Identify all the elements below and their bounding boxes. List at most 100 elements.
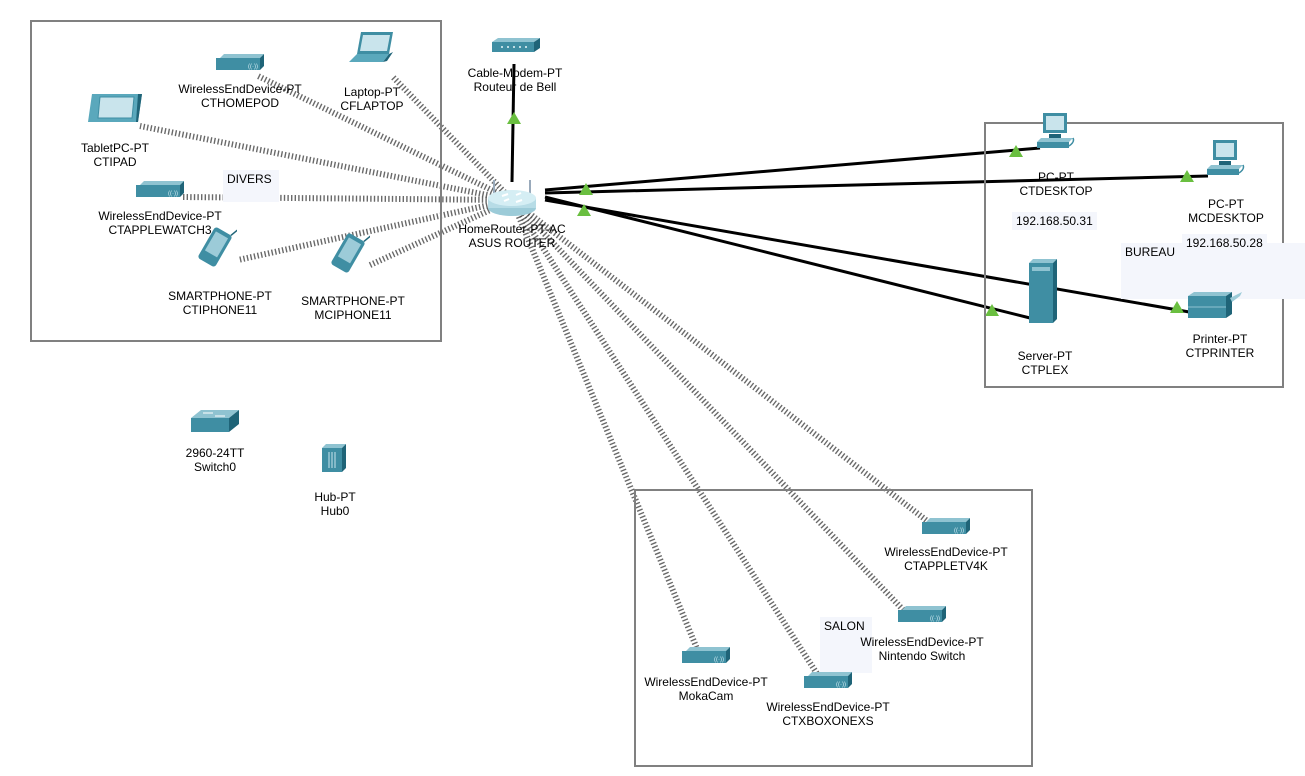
wireless-end-device-icon: ((·))	[136, 181, 184, 197]
wireless-end-device-icon: ((·))	[898, 606, 946, 622]
device-ctiphone[interactable]	[193, 225, 239, 272]
svg-text:((·)): ((·))	[954, 528, 964, 534]
device-mciphone[interactable]	[326, 231, 372, 278]
svg-text:((·)): ((·))	[836, 682, 846, 688]
device-name: CTDESKTOP	[1019, 184, 1093, 198]
device-name: MCIPHONE11	[314, 308, 392, 322]
device-model: SMARTPHONE-PT	[168, 289, 272, 303]
cluster-salon[interactable]	[634, 489, 1033, 767]
device-name: CTXBOXONEXS	[782, 714, 874, 728]
device-switch0[interactable]	[189, 408, 241, 437]
device-model: Cable-Modem-PT	[467, 66, 563, 80]
device-name: CTHOMEPOD	[201, 96, 279, 110]
device-name: ASUS ROUTER	[468, 236, 556, 250]
cluster-divers[interactable]	[30, 20, 442, 342]
device-ctdesktop[interactable]	[1035, 112, 1075, 155]
device-model: TabletPC-PT	[80, 141, 150, 155]
svg-text:((·)): ((·))	[248, 64, 258, 70]
device-mcdesktop[interactable]	[1205, 139, 1245, 182]
wireless-end-device-icon: ((·))	[922, 518, 970, 534]
device-xbox[interactable]: ((·))	[804, 672, 852, 693]
device-ipad[interactable]	[86, 92, 144, 127]
device-model: WirelessEndDevice-PT	[766, 700, 890, 714]
device-model: Printer-PT	[1192, 332, 1248, 346]
device-watch[interactable]: ((·))	[136, 181, 184, 202]
wired-link-printer[interactable]	[544, 198, 1196, 315]
device-printer[interactable]	[1186, 290, 1244, 323]
device-name: CTAPPLEWATCH3	[108, 223, 212, 237]
device-model: Hub-PT	[314, 490, 356, 504]
smartphone-icon	[198, 227, 239, 267]
device-model: 2960-24TT	[185, 446, 245, 460]
home-router-icon	[488, 180, 536, 216]
ip-note-mcdesktop: 192.168.50.28	[1182, 234, 1267, 252]
device-name: Nintendo Switch	[878, 649, 966, 663]
cluster-label-divers: DIVERS	[223, 170, 279, 202]
pc-icon	[1207, 140, 1245, 175]
device-mokacam[interactable]: ((·))	[682, 647, 730, 668]
device-name: CTAPPLETV4K	[904, 559, 988, 573]
device-plex[interactable]	[1029, 259, 1061, 328]
laptop-icon	[349, 32, 393, 62]
wired-link-mcdesktop[interactable]	[544, 174, 1209, 195]
device-model: Server-PT	[1017, 349, 1073, 363]
device-name: Switch0	[193, 460, 237, 474]
cluster-label-salon: SALON	[820, 617, 872, 673]
wired-link-ctdesktop[interactable]	[544, 146, 1041, 192]
cluster-label-bureau: BUREAU	[1121, 243, 1305, 299]
wireless-end-device-icon: ((·))	[216, 54, 264, 70]
device-hub0[interactable]	[322, 444, 348, 477]
svg-text:((·)): ((·))	[930, 616, 940, 622]
device-model: HomeRouter-PT-AC	[458, 222, 566, 236]
device-appletv[interactable]: ((·))	[922, 518, 970, 539]
device-router[interactable]	[486, 178, 538, 221]
device-model: WirelessEndDevice-PT	[178, 82, 302, 96]
printer-icon	[1188, 292, 1242, 318]
device-model: SMARTPHONE-PT	[301, 294, 405, 308]
wireless-link-mokacam[interactable]	[509, 198, 703, 658]
svg-text:((·)): ((·))	[714, 657, 724, 663]
ip-note-ctdesktop: 192.168.50.31	[1012, 212, 1097, 230]
wired-link-plex[interactable]	[544, 195, 1031, 320]
wireless-link-homepod[interactable]	[256, 73, 514, 203]
link-status-printer-icon	[1170, 301, 1184, 313]
device-name: CFLAPTOP	[340, 99, 404, 113]
cable-modem-icon	[492, 38, 540, 52]
device-model: WirelessEndDevice-PT	[644, 675, 768, 689]
server-icon	[1029, 259, 1057, 323]
device-homepod[interactable]: ((·))	[216, 54, 264, 75]
pc-icon	[1037, 113, 1075, 148]
device-laptop[interactable]	[349, 30, 395, 67]
wireless-link-nintendo[interactable]	[509, 197, 913, 620]
device-nintendo[interactable]: ((·))	[898, 606, 946, 627]
tablet-icon	[88, 94, 142, 122]
device-name: CTIPAD	[93, 155, 137, 169]
wireless-link-appletv[interactable]	[510, 197, 937, 530]
link-status-modem-icon	[507, 112, 521, 124]
device-modem[interactable]	[490, 38, 540, 57]
link-status-mcdesktop-icon	[1180, 170, 1194, 182]
device-name: Routeur de Bell	[473, 80, 557, 94]
device-model: Laptop-PT	[343, 85, 401, 99]
device-model: PC-PT	[1207, 197, 1244, 211]
device-name: CTPRINTER	[1185, 346, 1255, 360]
link-status-plex-icon	[985, 304, 999, 316]
